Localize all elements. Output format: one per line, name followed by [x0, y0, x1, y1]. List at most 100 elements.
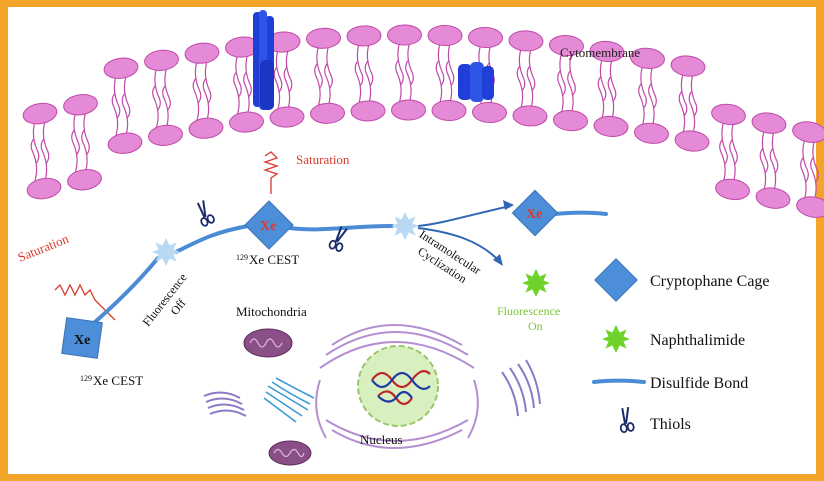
cyclization-arrow-up [417, 205, 511, 227]
lipid-tail [83, 112, 90, 156]
xe-label-top: Xe [260, 219, 276, 234]
mitochondrion-2 [268, 440, 312, 466]
lipid-head [229, 111, 264, 133]
lipid-tail [678, 90, 686, 134]
lipid-tail [204, 61, 212, 104]
lipid-tail [113, 76, 121, 119]
lipid-tail [30, 138, 38, 181]
lipid-tail [233, 71, 240, 115]
disulfide-bond-right [288, 224, 394, 232]
lipid-tail [597, 76, 605, 119]
lipid-tail [154, 68, 161, 111]
legend-item-thiols: Thiols [616, 405, 691, 434]
lipid-tail [152, 84, 159, 128]
lipid-tail [73, 112, 80, 156]
lipid-tail [648, 82, 655, 126]
bond-line-icon [592, 378, 646, 384]
lipid-tail [40, 138, 48, 181]
lipid-tail [42, 121, 50, 164]
nucleus-label: Nucleus [360, 432, 403, 447]
lipid-head [67, 169, 102, 191]
lipid-tail [111, 92, 119, 136]
legend-item-naphthalimide: Naphthalimide [602, 325, 745, 353]
lipid-tail [273, 66, 281, 110]
lipid-head [674, 130, 710, 152]
lipid-tail [609, 59, 617, 102]
lipid-head [148, 124, 183, 146]
cest-left-text: Xe CEST [93, 373, 143, 388]
lipid-head [715, 178, 750, 201]
lipid-tail [324, 62, 331, 106]
lipid-head [144, 49, 179, 71]
cest-label-top: 129 Xe CEST [236, 252, 299, 267]
cyclization-label: Intramolecular Cyclization [415, 227, 483, 286]
lipid-tail [810, 156, 817, 200]
lipid-head [63, 94, 98, 116]
lipid-tail [447, 43, 455, 86]
lipid-tail [557, 70, 564, 113]
diamond-icon [594, 258, 638, 302]
legend-label-disulfide: Disulfide Bond [650, 375, 748, 392]
lipid-tail [32, 121, 40, 164]
cytomembrane-label: Cytomembrane [560, 45, 640, 60]
lipid-tail [721, 122, 728, 165]
lipid-tail [800, 156, 807, 200]
xe-label-product: Xe [526, 207, 542, 222]
cryptophane-cage-top: Xe [244, 200, 294, 250]
lipid-tail [356, 43, 364, 87]
legend-label-naphthalimide: Naphthalimide [650, 332, 745, 349]
lipid-tail [194, 61, 202, 104]
channel-protein-left [253, 10, 274, 110]
lipid-tail [650, 66, 657, 109]
lipid-head [427, 25, 463, 47]
lipid-head [387, 24, 422, 46]
fluorescence-on-line2: On [528, 319, 543, 333]
lipid-tail [761, 130, 769, 174]
lipid-tail [366, 43, 374, 87]
lipid-tail [690, 73, 698, 117]
lipid-tail [245, 54, 252, 98]
lipid-head [796, 196, 824, 218]
lipid-tail [640, 66, 647, 109]
lipid-tail [405, 59, 412, 103]
lipid-head [188, 117, 224, 139]
dna-helix [371, 370, 431, 406]
lipid-tails [30, 42, 819, 200]
lipid-head [593, 115, 629, 137]
er-stack-right [501, 359, 541, 417]
legend-item-cryptophane: Cryptophane Cage [594, 258, 770, 302]
lipid-head [391, 99, 426, 121]
lipid-tail [802, 139, 809, 183]
golgi-stack [263, 377, 315, 423]
lipid-head [589, 40, 625, 62]
saturation-top-label: Saturation [296, 152, 350, 167]
lipid-tail [364, 60, 372, 104]
lipid-tail [162, 84, 169, 128]
lipid-tail [567, 70, 574, 113]
lipid-head [269, 106, 305, 128]
lipid-tail [397, 42, 404, 86]
lipid-tail [123, 76, 131, 119]
lipid-tail [771, 130, 779, 174]
lipid-tail [759, 147, 767, 191]
lipid-head [431, 100, 467, 122]
lipid-tail [314, 62, 321, 106]
lipid-head [472, 102, 507, 124]
lipid-tail [729, 138, 736, 182]
lipid-tail [719, 138, 726, 182]
arrowhead-up [503, 200, 514, 210]
lipid-tail [202, 77, 210, 121]
legend-label-thiols: Thiols [650, 416, 691, 433]
lipid-head [306, 27, 341, 49]
lipid-head [755, 187, 791, 209]
lipid-tail [680, 73, 688, 117]
disulfide-bond-mid [174, 224, 250, 254]
lipid-head [468, 27, 503, 49]
lipid-tail [516, 65, 524, 109]
lipid-tail [607, 76, 615, 119]
lipid-tail [285, 49, 293, 93]
lipid-head [553, 110, 588, 132]
lipid-tail [316, 46, 323, 89]
lipid-tail [407, 42, 414, 86]
